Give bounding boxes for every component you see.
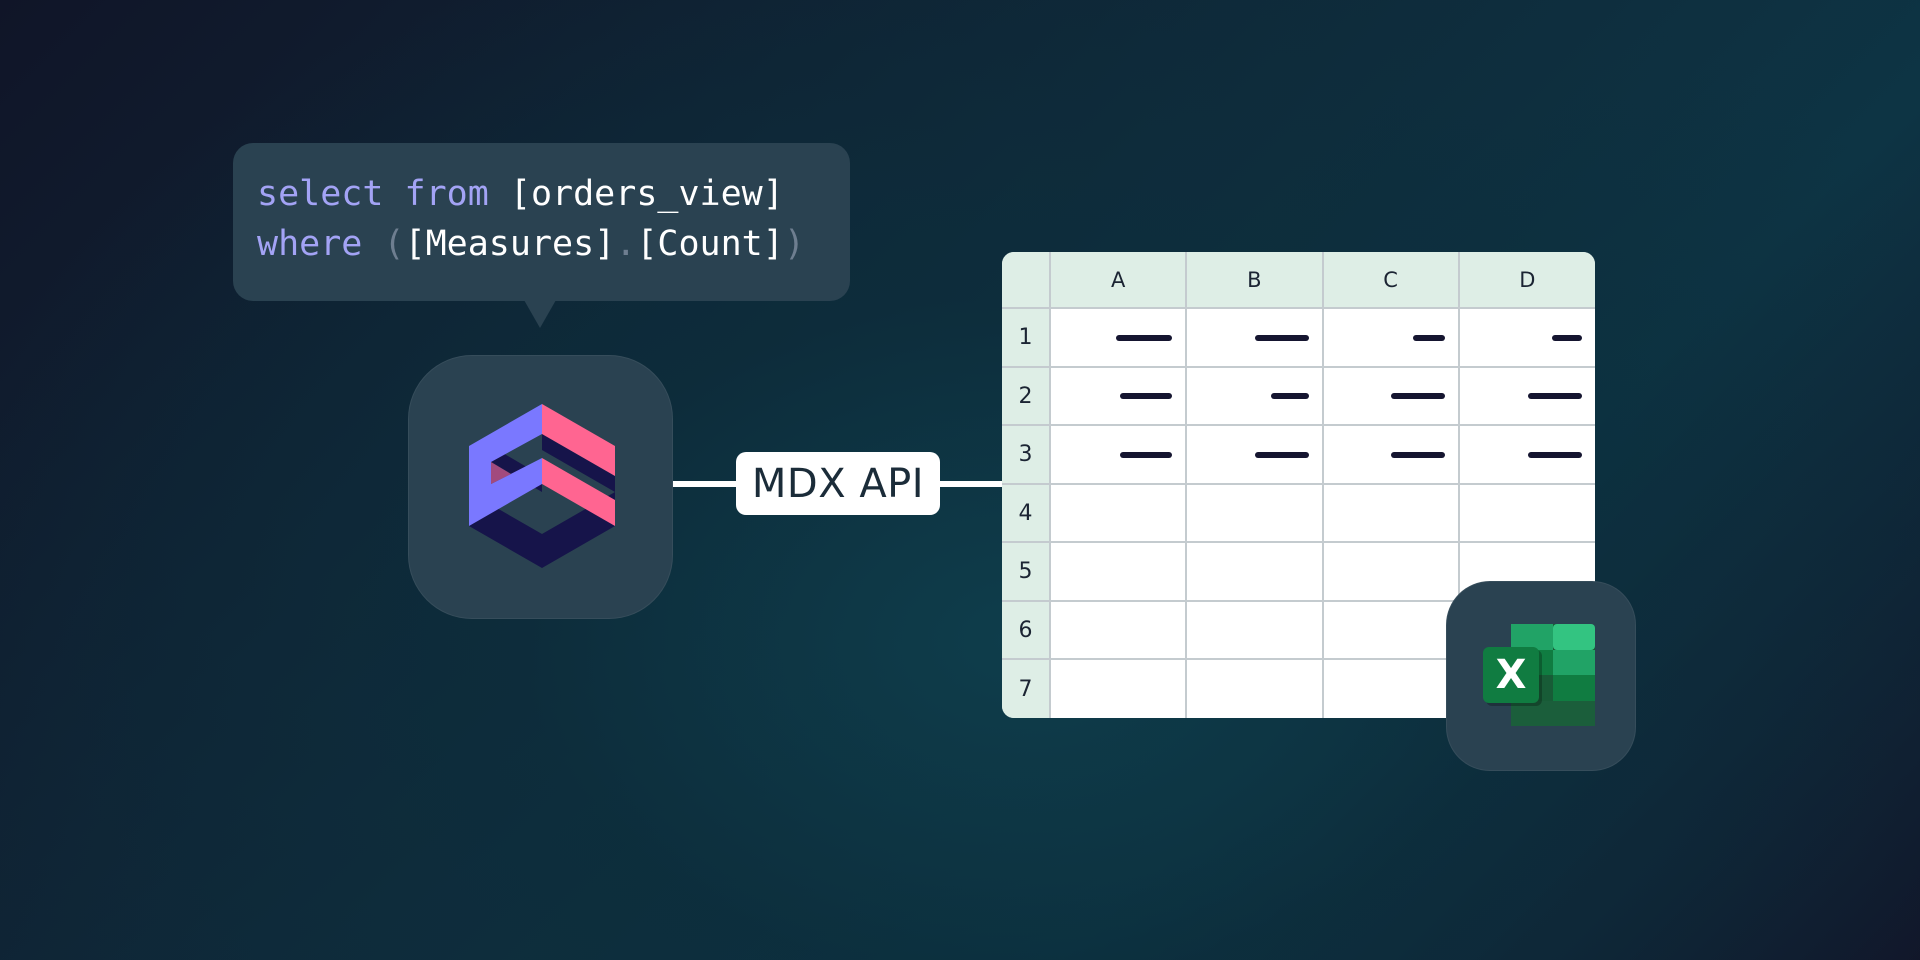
close-paren: ) bbox=[783, 224, 805, 264]
row-header-7[interactable]: 7 bbox=[1002, 658, 1051, 718]
cell-value-placeholder bbox=[1120, 451, 1173, 458]
code-line-2: where ([Measures].[Count]) bbox=[257, 219, 850, 269]
dot-token: . bbox=[615, 224, 637, 264]
keyword-select: select bbox=[257, 174, 384, 214]
cell-d4[interactable] bbox=[1457, 482, 1595, 544]
cell-value-placeholder bbox=[1254, 451, 1309, 458]
column-header-a[interactable]: A bbox=[1048, 252, 1188, 310]
column-header-d[interactable]: D bbox=[1457, 252, 1595, 310]
cell-c6[interactable] bbox=[1321, 599, 1460, 661]
cell-a6[interactable] bbox=[1048, 599, 1188, 661]
measures-token: [Measures] bbox=[404, 224, 616, 264]
excel-app-tile: X bbox=[1446, 581, 1636, 771]
column-header-b[interactable]: B bbox=[1185, 252, 1324, 310]
cell-value-placeholder bbox=[1412, 334, 1445, 341]
cell-value-placeholder bbox=[1120, 393, 1173, 400]
row-header-2[interactable]: 2 bbox=[1002, 365, 1051, 427]
cell-a3[interactable] bbox=[1048, 424, 1188, 485]
cell-value-placeholder bbox=[1552, 334, 1582, 341]
cell-b3[interactable] bbox=[1185, 424, 1324, 485]
cell-value-placeholder bbox=[1528, 393, 1582, 400]
cell-value-placeholder bbox=[1270, 393, 1309, 400]
open-paren: ( bbox=[383, 224, 405, 264]
cell-value-placeholder bbox=[1254, 334, 1309, 341]
bubble-tail bbox=[524, 300, 556, 328]
cell-b4[interactable] bbox=[1185, 482, 1324, 544]
cell-a7[interactable] bbox=[1048, 658, 1188, 718]
api-badge: MDX API bbox=[736, 452, 940, 515]
row-header-4[interactable]: 4 bbox=[1002, 482, 1051, 544]
cube-app-tile bbox=[408, 355, 673, 619]
cell-c4[interactable] bbox=[1321, 482, 1460, 544]
cell-b5[interactable] bbox=[1185, 541, 1324, 602]
cell-b1[interactable] bbox=[1185, 307, 1324, 368]
cell-d3[interactable] bbox=[1457, 424, 1595, 485]
cell-a1[interactable] bbox=[1048, 307, 1188, 368]
excel-icon: X bbox=[1483, 624, 1595, 726]
cell-c3[interactable] bbox=[1321, 424, 1460, 485]
cell-value-placeholder bbox=[1390, 451, 1445, 458]
cell-a2[interactable] bbox=[1048, 365, 1188, 427]
keyword-where: where bbox=[257, 224, 363, 264]
cell-value-placeholder bbox=[1390, 393, 1445, 400]
keyword-from: from bbox=[404, 174, 489, 214]
cell-b6[interactable] bbox=[1185, 599, 1324, 661]
row-header-3[interactable]: 3 bbox=[1002, 424, 1051, 485]
excel-letter: X bbox=[1496, 652, 1527, 698]
cell-value-placeholder bbox=[1116, 334, 1173, 341]
cell-a5[interactable] bbox=[1048, 541, 1188, 602]
row-header-1[interactable]: 1 bbox=[1002, 307, 1051, 368]
cell-c5[interactable] bbox=[1321, 541, 1460, 602]
code-bubble: select from [orders_view] where ([Measur… bbox=[233, 143, 850, 301]
cell-b2[interactable] bbox=[1185, 365, 1324, 427]
cell-b7[interactable] bbox=[1185, 658, 1324, 718]
cell-c2[interactable] bbox=[1321, 365, 1460, 427]
column-header-c[interactable]: C bbox=[1321, 252, 1460, 310]
cell-d2[interactable] bbox=[1457, 365, 1595, 427]
cell-c1[interactable] bbox=[1321, 307, 1460, 368]
row-header-5[interactable]: 5 bbox=[1002, 541, 1051, 602]
count-token: [Count] bbox=[636, 224, 784, 264]
cell-value-placeholder bbox=[1528, 451, 1582, 458]
table-name: [orders_view] bbox=[509, 174, 784, 214]
corner-cell bbox=[1002, 252, 1051, 310]
cell-c7[interactable] bbox=[1321, 658, 1460, 718]
row-header-6[interactable]: 6 bbox=[1002, 599, 1051, 661]
cube-logo-icon bbox=[469, 404, 615, 568]
code-line-1: select from [orders_view] bbox=[257, 169, 850, 219]
cell-a4[interactable] bbox=[1048, 482, 1188, 544]
cell-d1[interactable] bbox=[1457, 307, 1595, 368]
